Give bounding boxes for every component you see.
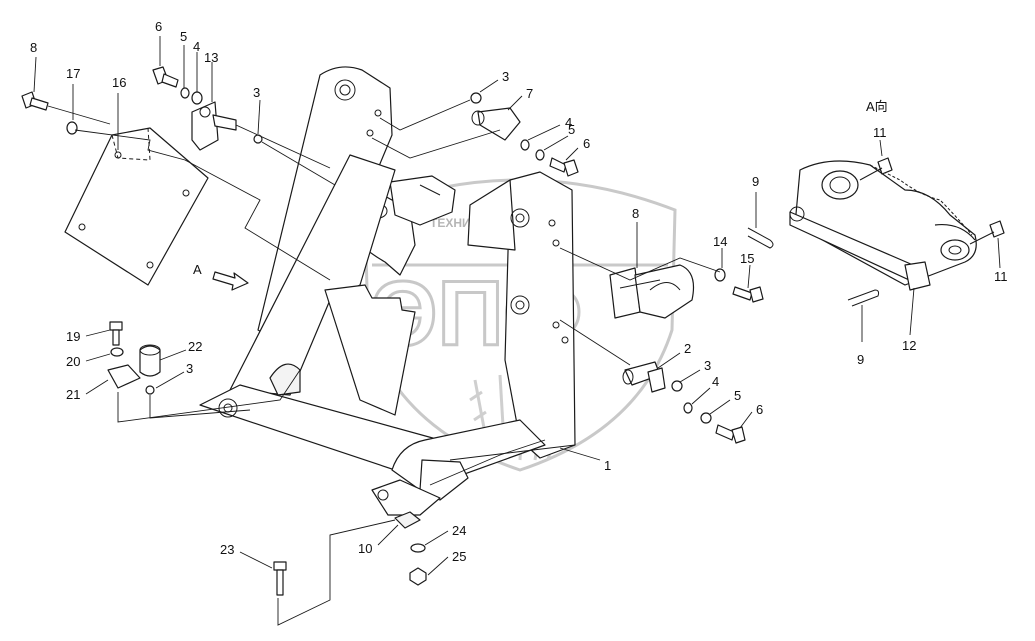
hinge-bracket-part-13 [191,101,237,151]
callout-label: 20 [66,354,80,369]
washer-part-20 [110,347,124,357]
callout-label: 4 [565,115,572,130]
callout-label: 17 [66,66,80,81]
hardware [21,66,1005,596]
callout-label: 16 [112,75,126,90]
callout-label: 11 [994,269,1008,284]
washer-part-5-top [180,87,190,99]
callout-labels: 8 17 16 6 5 4 13 3 3 7 4 5 6 8 14 15 9 1… [30,19,1008,564]
pin-part-11-right [969,220,1005,245]
callout-label: 22 [188,339,202,354]
callout-label: 2 [684,341,691,356]
washer-part-5-upper [535,149,545,161]
view-direction-arrow: A [193,262,249,291]
cotter-pin-part-9-lower [847,289,880,307]
washer-part-4-lower [683,402,693,414]
washer-part-4-top [191,91,203,105]
callout-label: 5 [180,29,187,44]
bolt-part-15 [732,286,764,303]
pin-part-22 [139,344,161,377]
callout-label: 9 [857,352,864,367]
callout-label: 12 [902,338,916,353]
bolt-part-8-left [21,91,49,111]
view-label: A向 [866,99,888,114]
a-view-detail [789,160,977,291]
bolt-part-6-top [152,66,179,88]
callout-label: 4 [712,374,719,389]
callout-label: 5 [568,122,575,137]
callout-label: 3 [502,69,509,84]
callout-label: 13 [204,50,218,65]
washer-part-17 [66,121,78,135]
callout-label: 3 [186,361,193,376]
callout-label: 24 [452,523,466,538]
plate-part-21 [107,364,141,389]
cotter-pin-part-9-upper [747,227,774,249]
bolt-part-23 [273,561,287,596]
callout-label: 4 [193,39,200,54]
pin-part-2 [622,361,666,393]
main-frame-part-1 [199,66,576,529]
bolt-part-19 [109,321,123,346]
callout-label: 21 [66,387,80,402]
callout-label: 25 [452,549,466,564]
callout-label: 7 [526,86,533,101]
callout-label: 10 [358,541,372,556]
callout-label: 6 [155,19,162,34]
pin-part-11-top [859,157,893,181]
leader-lines [33,36,1001,626]
callout-label: 14 [713,234,727,249]
washer-part-14 [714,268,726,282]
callout-label: 8 [30,40,37,55]
callout-label: 3 [253,85,260,100]
callout-label: 9 [752,174,759,189]
callout-label: 6 [756,402,763,417]
pin-bracket-part-7 [471,107,521,141]
nut-part-3-upper [470,92,482,104]
plate-part-16 [64,127,209,286]
washer-part-5-lower [700,412,712,424]
callout-label: 5 [734,388,741,403]
callout-label: 3 [704,358,711,373]
callout-label: 15 [740,251,754,266]
nut-part-3-left [145,385,155,395]
nut-part-3-lower [671,380,683,392]
callout-label: 6 [583,136,590,151]
bolt-part-6-lower [715,424,746,444]
callout-label: 23 [220,542,234,557]
callout-label: 1 [604,458,611,473]
callout-label: 19 [66,329,80,344]
washer-part-24 [410,543,426,553]
callout-label: 11 [873,125,887,140]
latch-part-8 [609,264,695,319]
arrow-label: A [193,262,202,277]
bolt-part-6-upper [549,157,579,177]
nut-part-25 [409,567,427,586]
washer-part-4-upper [520,139,530,151]
callout-label: 8 [632,206,639,221]
